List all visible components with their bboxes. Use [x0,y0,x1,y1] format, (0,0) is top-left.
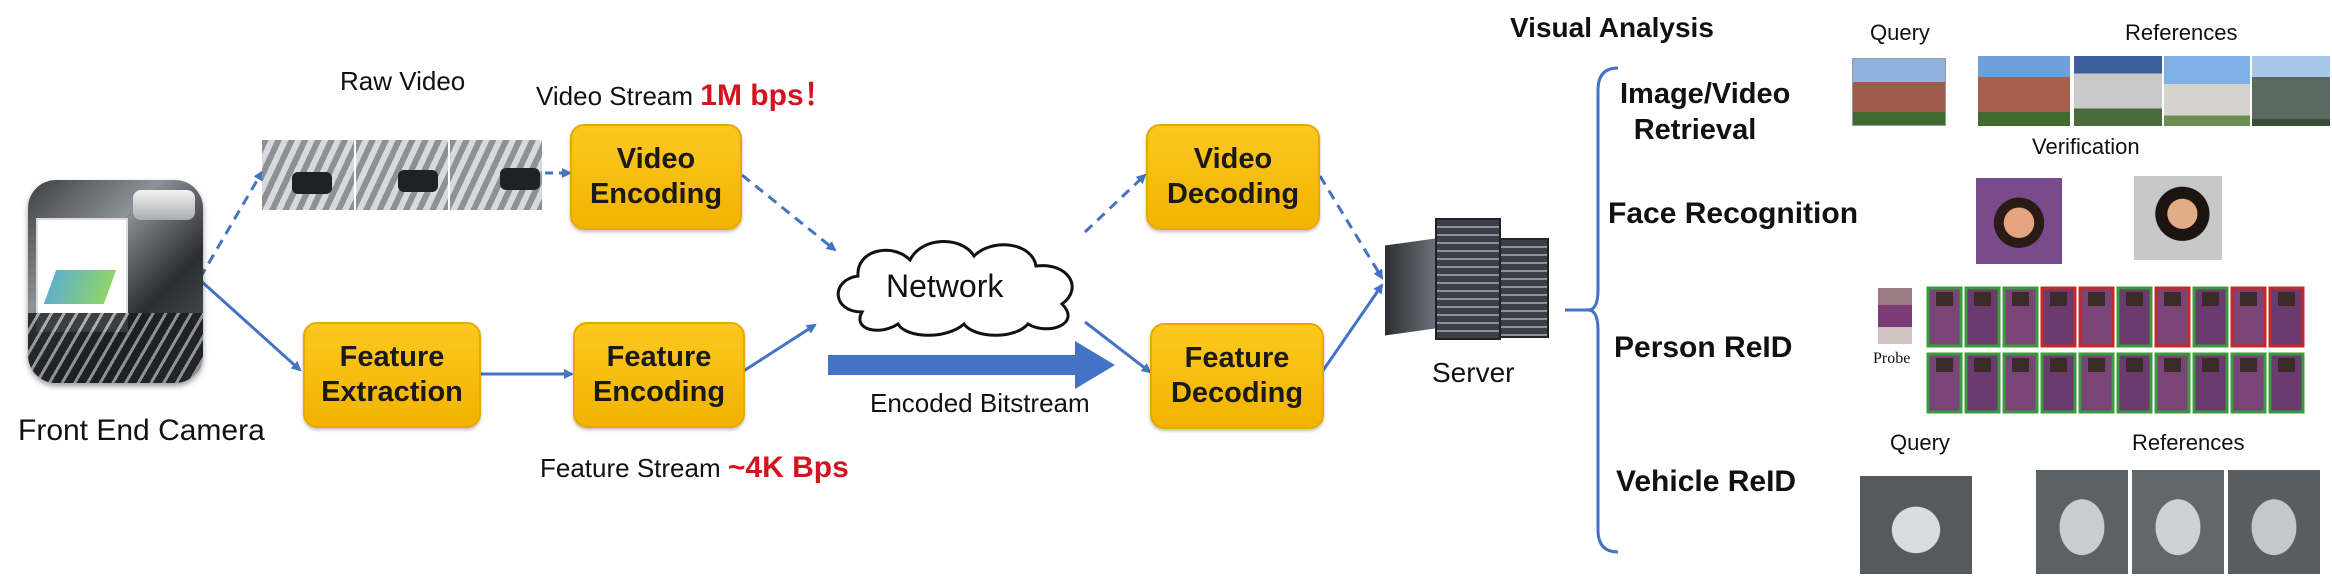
camera-label: Front End Camera [18,414,265,447]
arrow-video-encoding-to-network [741,173,837,252]
person-head [2012,292,2029,306]
feature-encoding-box: Feature Encoding [573,322,745,428]
face-image [1976,178,2062,264]
highway-scene [28,313,203,383]
vehicle-reference-image [2228,470,2320,574]
person-head [2126,358,2143,372]
person-head [2050,358,2067,372]
raw-video-frames [262,140,542,210]
video-decoding-box: Video Decoding [1146,124,1320,230]
person-head [2240,292,2257,306]
retrieval-query-image [1852,58,1946,126]
arrow-network-to-feature-decoding [1084,320,1152,374]
person-gallery-image [1926,352,1963,414]
feature-stream-rate: ~4K Bps [727,451,849,484]
person-gallery [1926,286,2305,414]
surveillance-camera-icon [133,190,195,220]
query-caption-top: Query [1870,20,1930,45]
encoded-bitstream-label: Encoded Bitstream [870,388,1090,418]
retrieval-reference-image [2252,56,2330,126]
person-head [2164,292,2181,306]
retrieval-reference-image [2074,56,2162,126]
raw-video-label: Raw Video [340,66,466,96]
vehicle-reference-image [2132,470,2224,574]
feature-stream-text: Feature Stream [540,453,721,483]
network-cloud [836,240,1074,337]
vehicle-query-image [1860,476,1972,574]
person-head [2012,358,2029,372]
video-encoding-box: Video Encoding [570,124,742,230]
task-image-video-retrieval: Image/Video Retrieval [1620,78,1791,146]
person-head [2088,292,2105,306]
person-head [2202,358,2219,372]
references-caption-bottom: References [2132,430,2245,455]
feature-extraction-box: Feature Extraction [303,322,481,428]
video-frame [450,140,542,210]
person-gallery-image [2192,352,2229,414]
video-stream-label: Video Stream 1M bps！ [536,70,834,114]
video-stream-rate: 1M bps！ [700,79,834,112]
network-label: Network [886,268,1004,304]
arrow-camera-to-raw-video [198,170,264,279]
probe-caption: Probe [1873,350,1911,367]
person-head [2050,292,2067,306]
person-head [1974,358,1991,372]
camera-image [28,180,203,383]
retrieval-reference-image [2164,56,2250,126]
feature-decoding-box: Feature Decoding [1150,323,1324,429]
person-gallery-image [2268,286,2305,348]
person-head [2240,358,2257,372]
face-image [2134,176,2222,260]
arrow-network-to-video-decoding [1083,173,1147,234]
person-gallery-image [2040,286,2077,348]
video-frame [356,140,448,210]
person-head [1974,292,1991,306]
verification-caption: Verification [2032,134,2140,159]
arrow-feature-encoding-to-network [741,323,817,374]
person-head [2088,358,2105,372]
video-stream-text: Video Stream [536,81,694,111]
query-caption-bottom: Query [1890,430,1950,455]
person-head [2202,292,2219,306]
person-head [2164,358,2181,372]
task-vehicle-reid: Vehicle ReID [1616,465,1797,498]
references-caption-top: References [2125,20,2238,45]
probe-image [1878,288,1912,344]
arrow-video-decoding-to-server [1318,175,1384,280]
vehicle-reference-image [2036,470,2128,574]
person-head [2278,358,2295,372]
feature-stream-label: Feature Stream ~4K Bps [540,451,849,485]
encoded-bitstream-arrow [828,341,1115,389]
person-head [2278,292,2295,306]
retrieval-reference-image [1978,56,2070,126]
task-person-reid: Person ReID [1614,331,1793,364]
visual-analysis-title: Visual Analysis [1510,12,1714,43]
person-head [1936,358,1953,372]
arrow-feature-decoding-to-server [1320,283,1384,373]
person-head [1936,292,1953,306]
server-icon [1385,212,1555,340]
server-label: Server [1432,357,1515,388]
video-frame [262,140,354,210]
arrow-camera-to-feature-extraction [198,278,302,372]
visual-analysis-brace [1587,66,1619,554]
task-face-recognition: Face Recognition [1608,197,1859,230]
person-head [2126,292,2143,306]
